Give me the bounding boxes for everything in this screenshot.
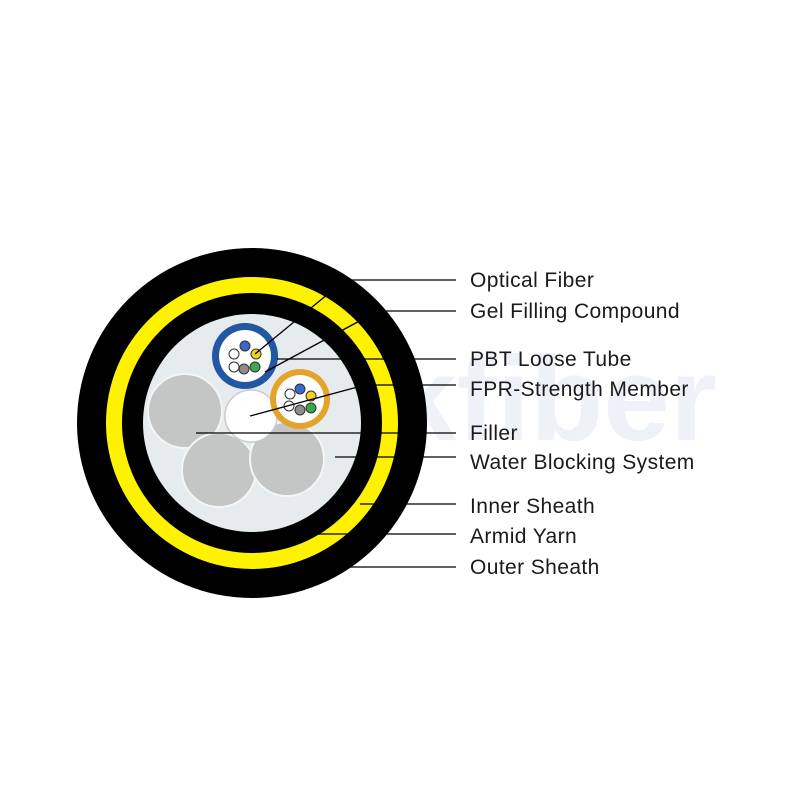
label-water-blocking-system: Water Blocking System [470,451,695,474]
leader-gel-filling [264,310,456,373]
label-outer-sheath: Outer Sheath [470,556,600,579]
leader-fpr-member [249,384,456,417]
label-inner-sheath: Inner Sheath [470,495,595,518]
pbt-loose-tube-orange [270,369,330,429]
label-pbt-loose-tube: PBT Loose Tube [470,348,632,371]
pbt-loose-tube-blue [212,323,278,389]
leader-optical-fiber [254,279,456,355]
label-optical-fiber: Optical Fiber [470,269,594,292]
filler-left [147,373,223,449]
label-armid-yarn: Armid Yarn [470,525,577,548]
filler-bottom-left [181,432,257,508]
label-gel-filling-compound: Gel Filling Compound [470,300,680,323]
label-filler: Filler [470,422,518,445]
label-fpr-strength-member: FPR-Strength Member [470,378,689,401]
